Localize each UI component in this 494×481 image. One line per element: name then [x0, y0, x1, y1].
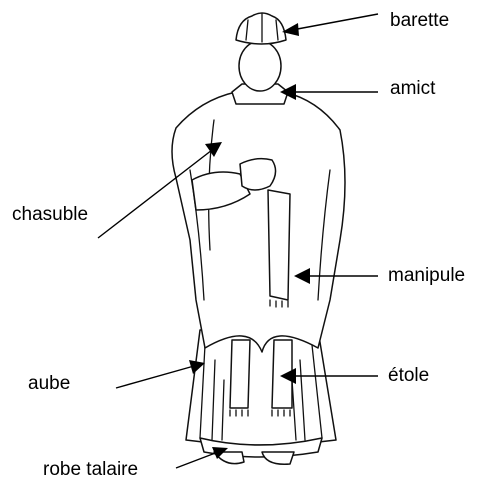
manipule-shape [268, 190, 290, 300]
aube-leader [116, 366, 194, 388]
label-manipule: manipule [388, 266, 465, 285]
right-shoe [262, 452, 294, 464]
label-chasuble: chasuble [12, 205, 88, 224]
barette-leader [292, 14, 378, 30]
robe-talaire-leader [176, 452, 218, 468]
label-aube: aube [28, 374, 70, 393]
head [239, 41, 281, 91]
label-barette: barette [390, 11, 449, 30]
hands [240, 159, 276, 190]
etole-left-end [230, 340, 250, 408]
label-etole: étole [388, 366, 429, 385]
label-amict: amict [390, 79, 435, 98]
label-robe-talaire: robe talaire [43, 460, 138, 479]
